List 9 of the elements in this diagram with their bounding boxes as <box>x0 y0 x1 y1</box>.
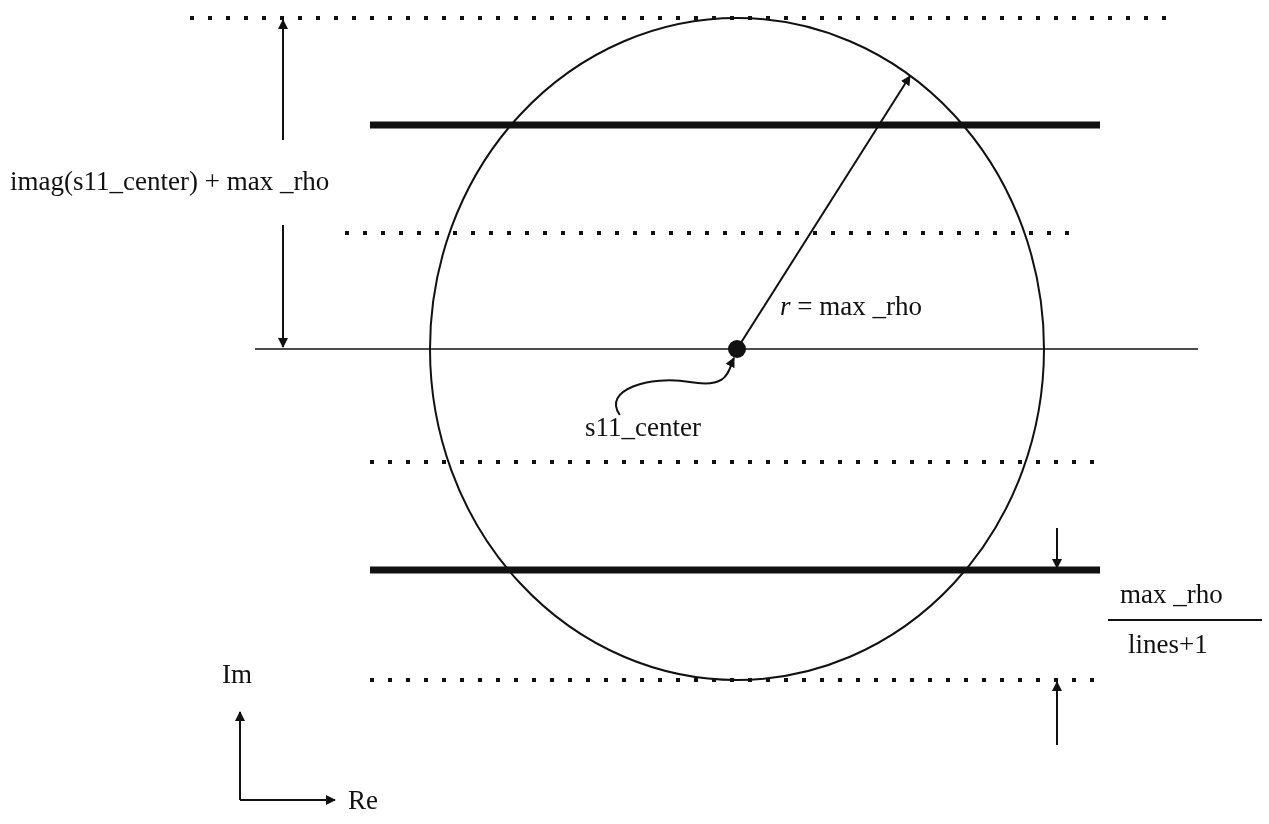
axis-label: Re <box>348 786 378 816</box>
fraction-denominator: lines+1 <box>1128 630 1208 660</box>
point-label: s11_center <box>585 413 701 443</box>
fraction-numerator: max _rho <box>1120 580 1223 610</box>
center-dot <box>728 340 746 358</box>
axis-label: Im <box>222 660 252 690</box>
formula-label: imag(s11_center) + max _rho <box>10 167 330 197</box>
leader-line <box>614 357 735 416</box>
radius-label: r = max _rho <box>780 292 922 322</box>
